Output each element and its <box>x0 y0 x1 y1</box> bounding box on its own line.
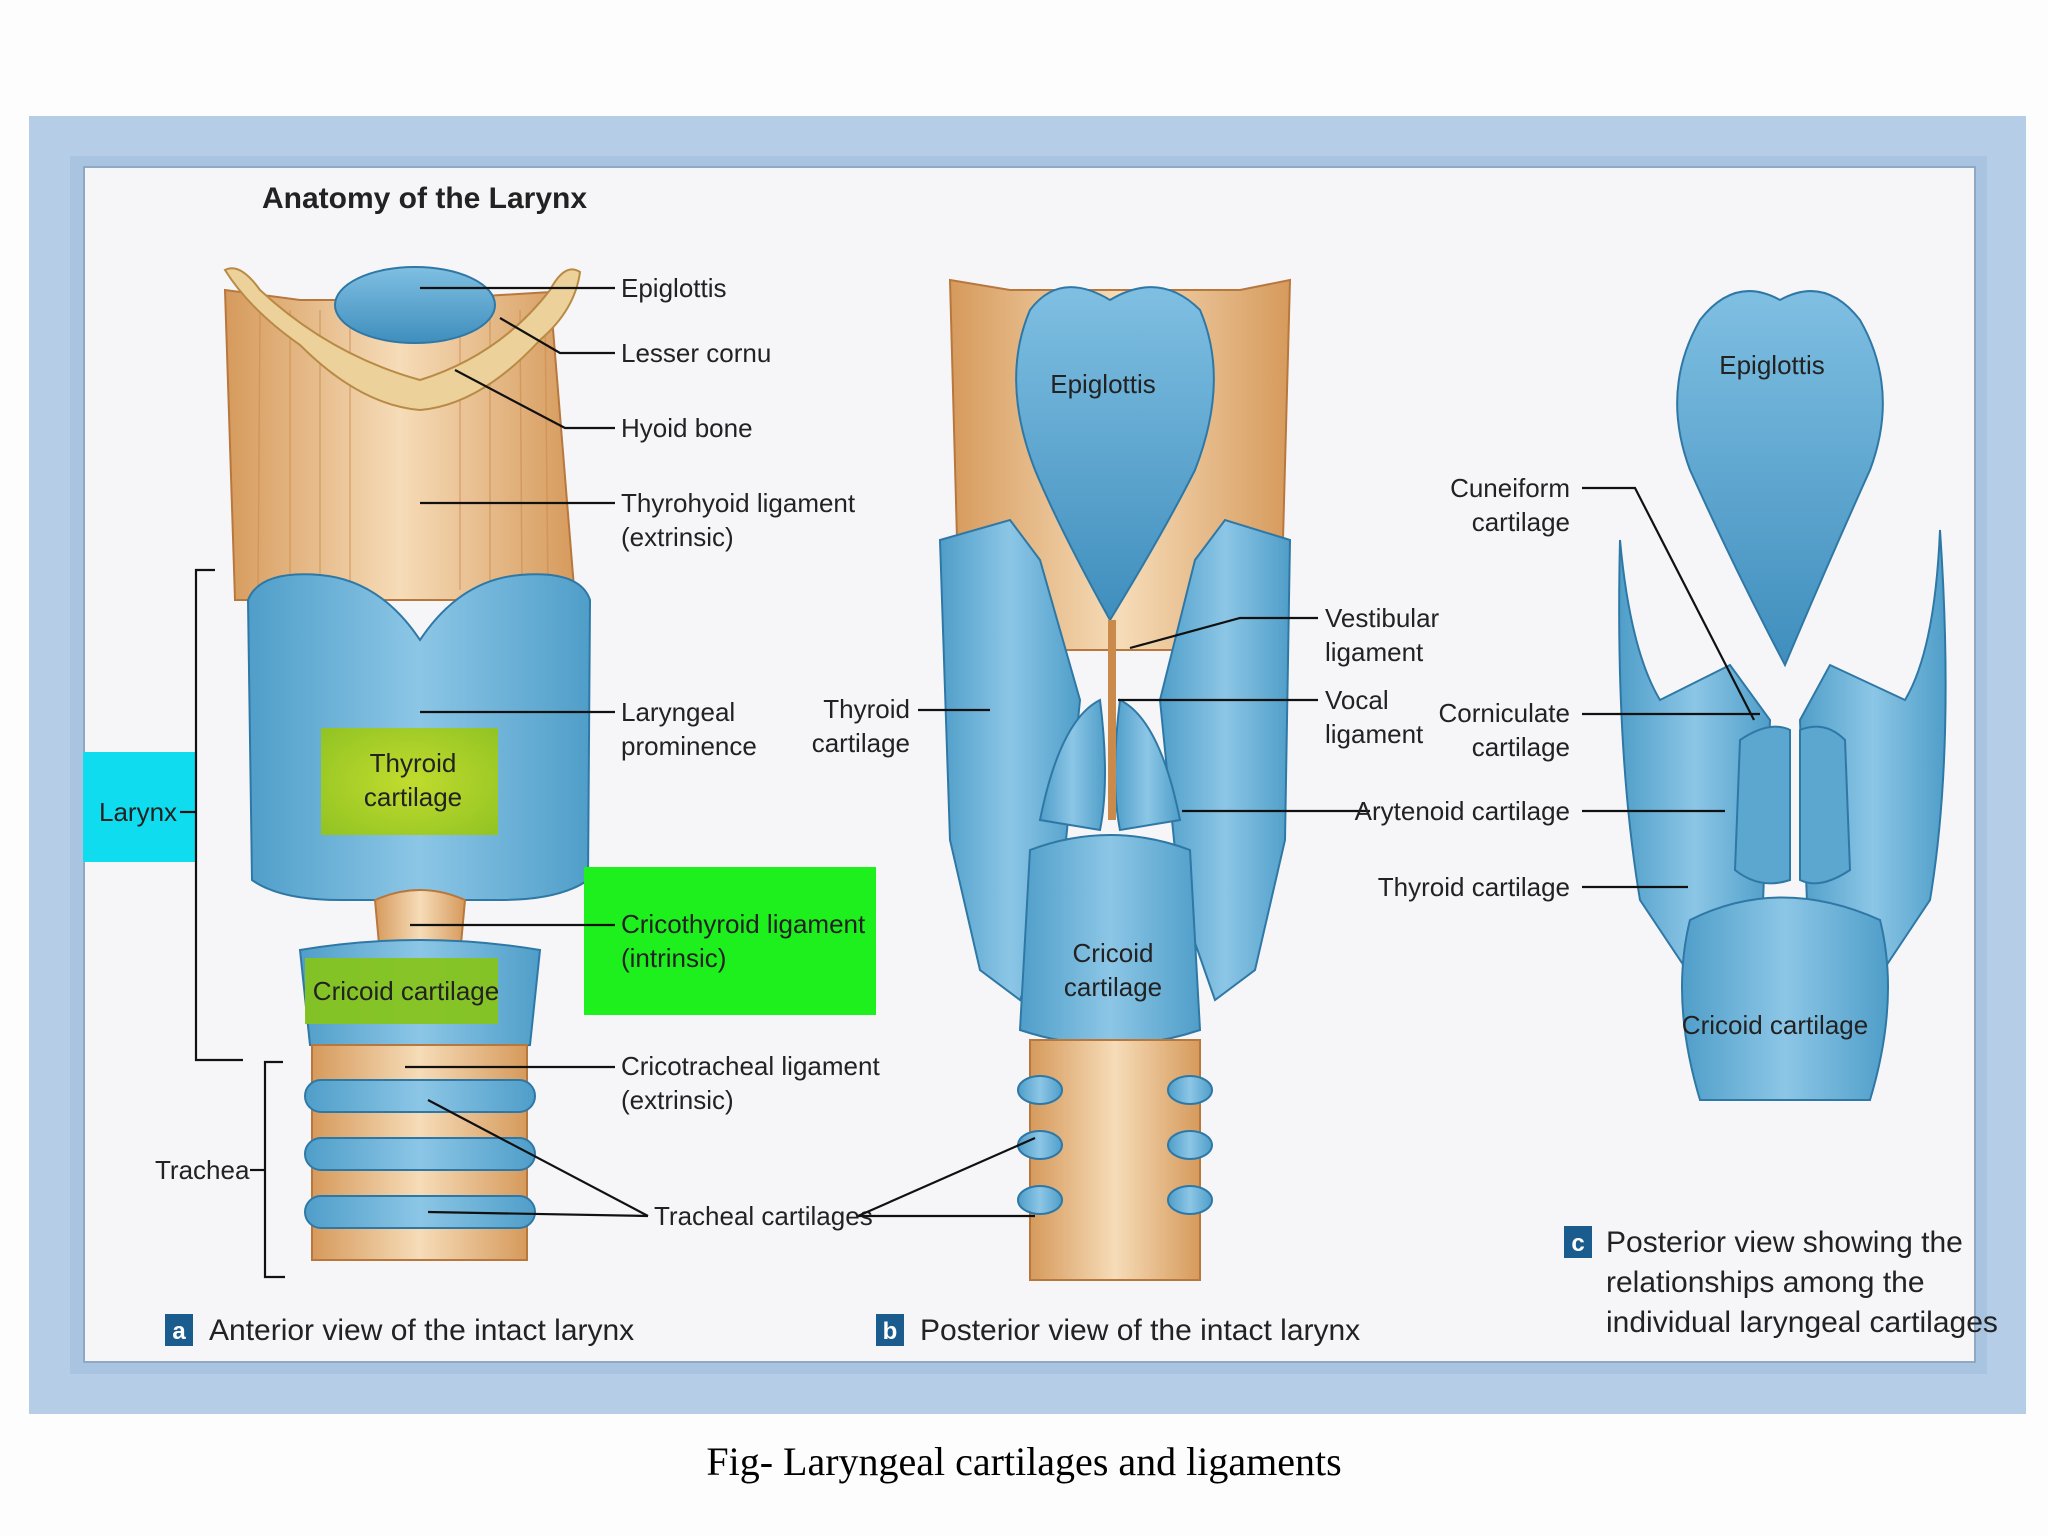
label-thyroid-cartilage-a: cartilage <box>364 782 462 812</box>
figure-title: Anatomy of the Larynx <box>262 182 587 215</box>
label-thyroid-a: Thyroid <box>370 748 457 778</box>
label-thyrohyoid-ligament: Thyrohyoid ligament <box>621 488 856 518</box>
larynx-highlight-box <box>83 752 197 862</box>
panel-b-letter: b <box>883 1318 898 1345</box>
trachea-bracket <box>263 1060 285 1279</box>
panel-c-caption-line3: individual laryngeal cartilages <box>1606 1306 1998 1339</box>
label-vocal-ligament: ligament <box>1325 719 1424 749</box>
label-cuneiform: Cuneiform <box>1450 473 1570 503</box>
label-cricotracheal-ligament: Cricotracheal ligament <box>621 1051 880 1081</box>
trachea-b <box>1029 1039 1201 1281</box>
thyroid-lamina-left-c <box>1618 539 1772 992</box>
label-cuneiform-cartilage: cartilage <box>1472 507 1570 537</box>
panel-b-letter-badge <box>876 1314 904 1346</box>
cricothyroid-ligament-a <box>373 889 467 956</box>
label-thyroid-b: Thyroid <box>823 694 910 724</box>
panel-c-letter: c <box>1571 1230 1584 1257</box>
label-vocal: Vocal <box>1325 685 1389 715</box>
arytenoid-left-c <box>1733 725 1791 885</box>
panel-b-caption: Posterior view of the intact larynx <box>920 1314 1360 1347</box>
arytenoid-right-c <box>1799 725 1852 885</box>
label-epiglottis-c: Epiglottis <box>1719 350 1825 380</box>
label-cricoid-a: Cricoid cartilage <box>313 976 499 1006</box>
panel-c-caption-line2: relationships among the <box>1606 1266 1925 1299</box>
panel-a-letter-badge <box>165 1314 193 1346</box>
panel-c-leader-lines <box>1582 486 1760 889</box>
panel-a-caption: Anterior view of the intact larynx <box>209 1314 634 1347</box>
tracheal-rings-a <box>304 1079 536 1229</box>
label-lesser-cornu: Lesser cornu <box>621 338 771 368</box>
label-cricotracheal-extrinsic: (extrinsic) <box>621 1085 734 1115</box>
cricothyroid-highlight-box <box>584 867 876 1015</box>
panel-a-anterior-view: Epiglottis Lesser cornu Hyoid bone Thyro… <box>83 266 880 1347</box>
label-tracheal-cartilages: Tracheal cartilages <box>654 1201 873 1231</box>
epiglottis-tip <box>334 266 496 344</box>
label-trachea: Trachea <box>155 1155 250 1185</box>
panel-a-letter: a <box>172 1318 186 1345</box>
label-cricothyroid-intrinsic: (intrinsic) <box>621 943 726 973</box>
tracheal-rings-b <box>1017 1075 1213 1215</box>
label-cricoid-cartilage-b: cartilage <box>1064 972 1162 1002</box>
label-corniculate: Corniculate <box>1438 698 1570 728</box>
figure-caption: Fig- Laryngeal cartilages and ligaments <box>706 1439 1342 1484</box>
cricoid-cartilage-c <box>1681 896 1889 1101</box>
label-hyoid-bone: Hyoid bone <box>621 413 753 443</box>
label-vestibular-ligament: ligament <box>1325 637 1424 667</box>
label-prominence: prominence <box>621 731 757 761</box>
label-thyroid-c: Thyroid cartilage <box>1378 872 1570 902</box>
panel-c-caption-line1: Posterior view showing the <box>1606 1226 1963 1259</box>
panel-b-leader-lines <box>857 616 1370 1218</box>
panel-a-leader-lines <box>405 286 649 1218</box>
epiglottis-b <box>1015 286 1215 622</box>
cricoid-highlight-box <box>305 958 498 1024</box>
panel-c-letter-badge <box>1564 1226 1592 1258</box>
label-corniculate-cartilage: cartilage <box>1472 732 1570 762</box>
label-larynx: Larynx <box>99 797 177 827</box>
label-epiglottis-a: Epiglottis <box>621 273 727 303</box>
hyoid-bone <box>223 267 582 412</box>
label-thyroid-cartilage-b: cartilage <box>812 728 910 758</box>
label-cricoid-b: Cricoid <box>1073 938 1154 968</box>
arytenoid-left-b <box>1038 698 1106 832</box>
larynx-bracket <box>194 568 243 1062</box>
panel-c-cartilages: Epiglottis Cuneiform cartilage Cornicula… <box>1355 290 1998 1339</box>
panel-b-posterior-view: Epiglottis Thyroid cartilage Vestibular … <box>812 278 1440 1347</box>
label-vestibular: Vestibular <box>1325 603 1440 633</box>
label-laryngeal: Laryngeal <box>621 697 735 727</box>
label-epiglottis-b: Epiglottis <box>1050 369 1156 399</box>
label-cricothyroid-ligament: Cricothyroid ligament <box>621 909 866 939</box>
epiglottis-c <box>1676 290 1884 668</box>
label-thyrohyoid-extrinsic: (extrinsic) <box>621 522 734 552</box>
label-arytenoid: Arytenoid cartilage <box>1355 796 1570 826</box>
label-cricoid-c: Cricoid cartilage <box>1682 1010 1868 1040</box>
thyroid-highlight-box <box>321 728 498 835</box>
